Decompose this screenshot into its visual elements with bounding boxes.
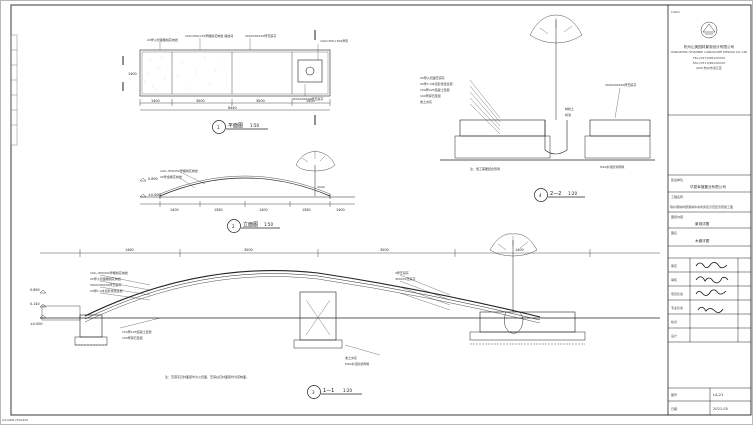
svg-text:4厚芝麻灰: 4厚芝麻灰 (395, 270, 409, 275)
plan-view (122, 30, 331, 134)
svg-text:1400: 1400 (306, 99, 315, 103)
svg-text:150厚C25混凝土垫层: 150厚C25混凝土垫层 (420, 87, 450, 92)
svg-text:100×300×300厚原: 100×300×300厚原 (320, 38, 348, 43)
svg-text:20厚金属花岗岩: 20厚金属花岗岩 (160, 174, 182, 179)
svg-text:3000: 3000 (196, 99, 205, 103)
elev-title: 立面图 (243, 221, 258, 228)
svg-text:M10水泥砂浆砌筑: M10水泥砂浆砌筑 (600, 164, 624, 169)
elevation-labels: 0.890 ±0.000 100~650X50厚樱桃花岗岩 20厚金属花岗岩 2… (148, 168, 345, 229)
svg-text:2000: 2000 (317, 185, 325, 189)
drawing-title: 木廊详图 (695, 238, 710, 243)
company-name: 杭州山美园林景观设计有限公司 (684, 44, 735, 49)
detail-scale: 1:20 (568, 191, 577, 196)
plan-labels: 20厚火烧面樱桃花岗岩 100×650×50厚樱桃花岗岩 铺缝间 300X300… (128, 33, 348, 130)
svg-text:ADD:杭州市滨江区: ADD:杭州市滨江区 (696, 65, 722, 70)
section-1-1-view (39, 233, 660, 399)
title-block (667, 5, 751, 415)
svg-text:M10水泥砂浆砌筑: M10水泥砂浆砌筑 (345, 361, 369, 366)
svg-text:素土夯实: 素土夯实 (420, 99, 432, 104)
svg-text:项目负责: 项目负责 (671, 291, 683, 296)
sheet-code: A3-GRN-740x420 (2, 418, 28, 422)
svg-text:素土夯实: 素土夯实 (345, 355, 357, 360)
signatures (695, 262, 729, 313)
sheet-number: LA-21 (713, 393, 723, 397)
title-block-text: LOGO 杭州山美园林景观设计有限公司 HANGZHOU SHANMEI LAN… (670, 10, 748, 411)
svg-text:1460: 1460 (125, 248, 134, 252)
svg-text:种植土: 种植土 (565, 106, 574, 111)
detail-number: 4 (539, 193, 542, 198)
svg-text:1400: 1400 (151, 99, 160, 103)
detail-2-2-view (440, 14, 655, 202)
svg-text:100~650X50厚樱桃花岗岩: 100~650X50厚樱桃花岗岩 (90, 270, 128, 275)
svg-text:1580: 1580 (214, 208, 223, 212)
svg-text:300X400X20厚芝麻灰: 300X400X20厚芝麻灰 (292, 96, 323, 101)
company-sub: HANGZHOU SHANMEI LANDSCAPE DESIGN CO.,LT… (671, 50, 748, 54)
svg-text:设计: 设计 (671, 333, 677, 338)
svg-text:3000: 3000 (244, 248, 253, 252)
svg-text:100~650X50厚樱桃花岗岩: 100~650X50厚樱桃花岗岩 (160, 168, 198, 173)
svg-text:FAX:(0571)8812XXXX: FAX:(0571)8812XXXX (693, 61, 725, 65)
detail-note: 注：施工需要结合现场 (470, 166, 500, 171)
elev-scale: 1:50 (264, 222, 273, 227)
svg-text:100厚碎石垫层: 100厚碎石垫层 (122, 335, 143, 340)
svg-text:300X300X20厚芝麻灰: 300X300X20厚芝麻灰 (245, 33, 276, 38)
detail-2-2-labels: 20厚火烧面芝麻灰 20厚1:3水泥砂浆结合层 150厚C25混凝土垫层 100… (420, 75, 636, 198)
svg-text:1580: 1580 (302, 208, 311, 212)
svg-text:工程名称: 工程名称 (671, 194, 683, 199)
svg-text:3000: 3000 (380, 248, 389, 252)
svg-text:日期: 日期 (671, 406, 677, 411)
svg-text:100×650×50厚樱桃花岗岩 铺缝间: 100×650×50厚樱桃花岗岩 铺缝间 (185, 33, 233, 38)
sheet-date: 2021.05 (713, 407, 728, 411)
logo-label: LOGO (671, 10, 680, 14)
svg-text:审定: 审定 (671, 263, 677, 268)
svg-text:20厚1:3水泥砂浆结合层: 20厚1:3水泥砂浆结合层 (420, 81, 453, 86)
svg-text:±0.000: ±0.000 (30, 322, 43, 326)
svg-text:±0.000: ±0.000 (148, 193, 161, 197)
plan-number: 1 (217, 125, 220, 130)
svg-text:TEL:(0571)8812XXXX: TEL:(0571)8812XXXX (692, 56, 725, 60)
svg-text:0.140: 0.140 (30, 302, 40, 306)
svg-text:校对: 校对 (671, 319, 677, 324)
elev-number: 2 (232, 224, 235, 229)
svg-text:1400: 1400 (128, 72, 137, 76)
svg-text:0.890: 0.890 (148, 177, 158, 181)
project-name: 荆州港城中部港城中央商务区示范区景观施工图 (670, 204, 733, 209)
svg-text:图纸内容: 图纸内容 (671, 214, 683, 219)
svg-text:1400: 1400 (515, 248, 524, 252)
svg-text:450X50芝麻灰: 450X50芝麻灰 (395, 276, 416, 281)
svg-text:20厚1:3水泥砂浆结合层: 20厚1:3水泥砂浆结合层 (90, 288, 123, 293)
svg-text:20厚火烧面樱桃花岗岩: 20厚火烧面樱桃花岗岩 (90, 276, 121, 281)
svg-text:300X300X20厚芝麻灰: 300X300X20厚芝麻灰 (90, 282, 121, 287)
svg-text:100厚碎石垫层: 100厚碎石垫层 (420, 93, 441, 98)
section-1-1-labels: 1460 3000 3000 1400 0.890 0.140 ±0.000 1… (30, 248, 524, 395)
section-title: 1—1 (323, 388, 334, 394)
svg-text:20厚火烧面芝麻灰: 20厚火烧面芝麻灰 (420, 75, 445, 80)
svg-text:150厚C25混凝土垫层: 150厚C25混凝土垫层 (122, 329, 152, 334)
svg-text:1400: 1400 (336, 208, 345, 212)
content-value: 景观详图 (695, 221, 710, 226)
svg-text:审核: 审核 (671, 277, 677, 282)
svg-text:0.890: 0.890 (30, 288, 40, 292)
svg-text:300X400X20厚芝麻灰: 300X400X20厚芝麻灰 (605, 82, 636, 87)
client-name: 华夏幸福置业有限公司 (690, 184, 726, 189)
section-number: 3 (312, 390, 315, 395)
plan-title: 平面图 (228, 123, 243, 129)
elevation-view (139, 150, 355, 233)
svg-text:3000: 3000 (256, 99, 265, 103)
section-note: 注：芝麻灰石材面层均为火烧面，芝麻白石材面层均为荔枝面。 (165, 374, 249, 379)
svg-text:8440: 8440 (228, 106, 237, 110)
plan-scale: 1:50 (250, 123, 259, 128)
svg-text:1400: 1400 (170, 208, 179, 212)
section-scale: 1:20 (343, 388, 352, 393)
svg-text:1400: 1400 (259, 208, 268, 212)
detail-title: 2—2 (550, 191, 561, 197)
binding-strip (10, 34, 18, 146)
svg-text:图名: 图名 (671, 230, 677, 235)
svg-text:树池: 树池 (565, 112, 571, 117)
svg-text:20厚火烧面樱桃花岗岩: 20厚火烧面樱桃花岗岩 (147, 37, 178, 42)
svg-text:专业负责: 专业负责 (671, 305, 683, 310)
svg-text:建设单位: 建设单位 (671, 177, 683, 182)
svg-text:图号: 图号 (671, 392, 677, 397)
